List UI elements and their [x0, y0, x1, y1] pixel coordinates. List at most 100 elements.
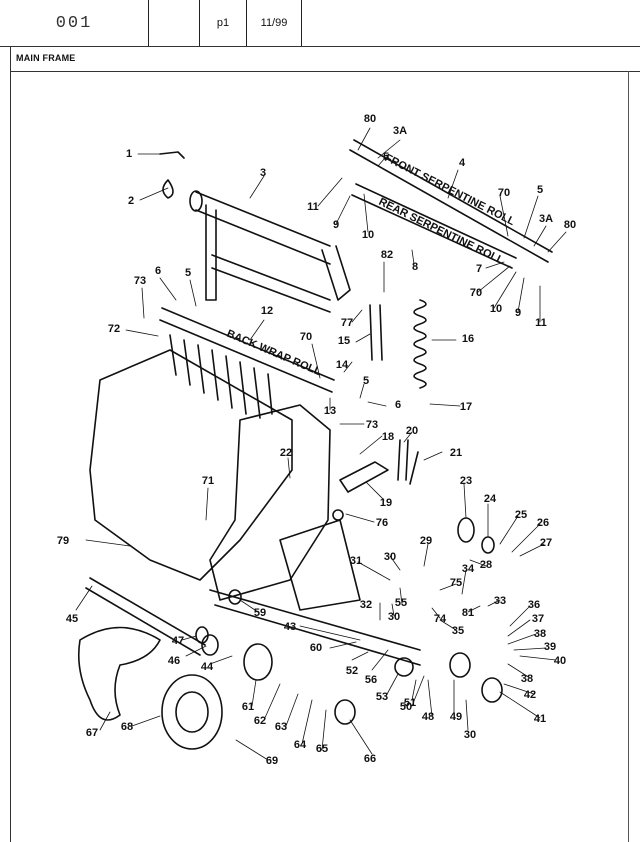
- callout-53: 53: [376, 691, 388, 703]
- upper-frame-arm: [205, 204, 217, 301]
- callout-51: 51: [404, 697, 416, 709]
- sprocket-23: [457, 517, 475, 543]
- callout-26: 26: [537, 517, 549, 529]
- callout-70: 70: [300, 331, 312, 343]
- callout-73: 73: [134, 275, 146, 287]
- lower-frame-tube: [209, 589, 421, 666]
- callout-5: 5: [383, 151, 389, 163]
- callout-30: 30: [384, 551, 396, 563]
- callout-43: 43: [284, 621, 296, 633]
- callout-5: 5: [537, 184, 543, 196]
- callout-61: 61: [242, 701, 254, 713]
- callout-73: 73: [366, 419, 378, 431]
- frame-border-left: [10, 71, 11, 842]
- comb-tines: [169, 334, 273, 419]
- callout-80: 80: [564, 219, 576, 231]
- callout-64: 64: [294, 739, 307, 751]
- callout-12: 12: [261, 305, 273, 317]
- sprocket-43: [481, 677, 503, 703]
- revision-date: 11/99: [260, 17, 288, 29]
- callout-70: 70: [470, 287, 482, 299]
- callout-60: 60: [310, 642, 322, 654]
- callout-9: 9: [333, 219, 339, 231]
- callout-50: 50: [400, 701, 412, 713]
- callout-8: 8: [412, 261, 418, 273]
- callout-32: 32: [360, 599, 372, 611]
- callout-29: 29: [420, 535, 432, 547]
- callout-41: 41: [534, 713, 546, 725]
- callout-76: 76: [376, 517, 388, 529]
- wheel-shield: [77, 626, 161, 721]
- back-wrap-roll: [159, 307, 335, 393]
- callout-56: 56: [365, 674, 377, 686]
- callout-35: 35: [452, 625, 464, 637]
- upper-frame-arm-right: [321, 245, 351, 301]
- bearing-62: [201, 634, 219, 656]
- callout-80: 80: [364, 113, 376, 125]
- upper-frame-end: [189, 190, 203, 212]
- callout-55: 55: [395, 597, 407, 609]
- callout-79: 79: [57, 535, 69, 547]
- frame-border-right: [628, 71, 629, 842]
- callout-33: 33: [494, 595, 506, 607]
- callout-6: 6: [155, 265, 161, 277]
- page-number: p1: [216, 17, 230, 29]
- callout-74: 74: [434, 613, 447, 625]
- callout-10: 10: [490, 303, 502, 315]
- callout-65: 65: [316, 743, 328, 755]
- sprocket-24: [481, 536, 495, 554]
- sprocket-46: [449, 652, 471, 678]
- callout-34: 34: [462, 563, 475, 575]
- callout-13: 13: [324, 405, 336, 417]
- wheel-hub-ring: [175, 691, 209, 733]
- callout-19: 19: [380, 497, 392, 509]
- callout-28: 28: [480, 559, 492, 571]
- callout-24: 24: [484, 493, 497, 505]
- callout-25: 25: [515, 509, 527, 521]
- spring-rods: [369, 304, 383, 361]
- part-2: [162, 179, 174, 199]
- callout-75: 75: [450, 577, 462, 589]
- bolt-20: [397, 439, 409, 481]
- callout-47: 47: [172, 635, 184, 647]
- side-plate-inner: [209, 404, 331, 601]
- part-code: 001: [55, 13, 93, 33]
- callout-6: 6: [395, 399, 401, 411]
- callout-44: 44: [201, 661, 214, 673]
- callout-38: 38: [534, 628, 546, 640]
- coil-spring: [413, 299, 427, 389]
- callout-5: 5: [185, 267, 191, 279]
- callout-31: 31: [350, 555, 362, 567]
- callout-66: 66: [364, 753, 376, 765]
- callout-42: 42: [524, 689, 536, 701]
- callout-30: 30: [464, 729, 476, 741]
- callout-68: 68: [121, 721, 133, 733]
- callout-72: 72: [108, 323, 120, 335]
- axle: [85, 577, 206, 656]
- date-cell: 11/99: [247, 0, 302, 46]
- callout-5: 5: [363, 375, 369, 387]
- callout-46: 46: [168, 655, 180, 667]
- callout-4: 4: [459, 157, 466, 169]
- front-serpentine-roll: [349, 139, 553, 263]
- cross-arm: [279, 519, 361, 611]
- section-title-bar: MAIN FRAME: [10, 47, 640, 72]
- callout-81: 81: [462, 607, 474, 619]
- callout-70: 70: [498, 187, 510, 199]
- callout-17: 17: [460, 401, 472, 413]
- callout-11: 11: [307, 201, 319, 213]
- part-code-cell: 001: [0, 0, 149, 46]
- pivot-arm-19: [339, 461, 389, 493]
- leader-lines: [75, 127, 567, 761]
- callout-37: 37: [532, 613, 544, 625]
- callout-49: 49: [450, 711, 462, 723]
- callout-23: 23: [460, 475, 472, 487]
- callout-39: 39: [544, 641, 556, 653]
- callout-3A: 3A: [393, 125, 407, 137]
- callout-14: 14: [336, 359, 349, 371]
- page-cell: p1: [200, 0, 247, 46]
- callout-77: 77: [341, 317, 353, 329]
- callout-69: 69: [266, 755, 278, 767]
- side-plate-left: [89, 349, 293, 581]
